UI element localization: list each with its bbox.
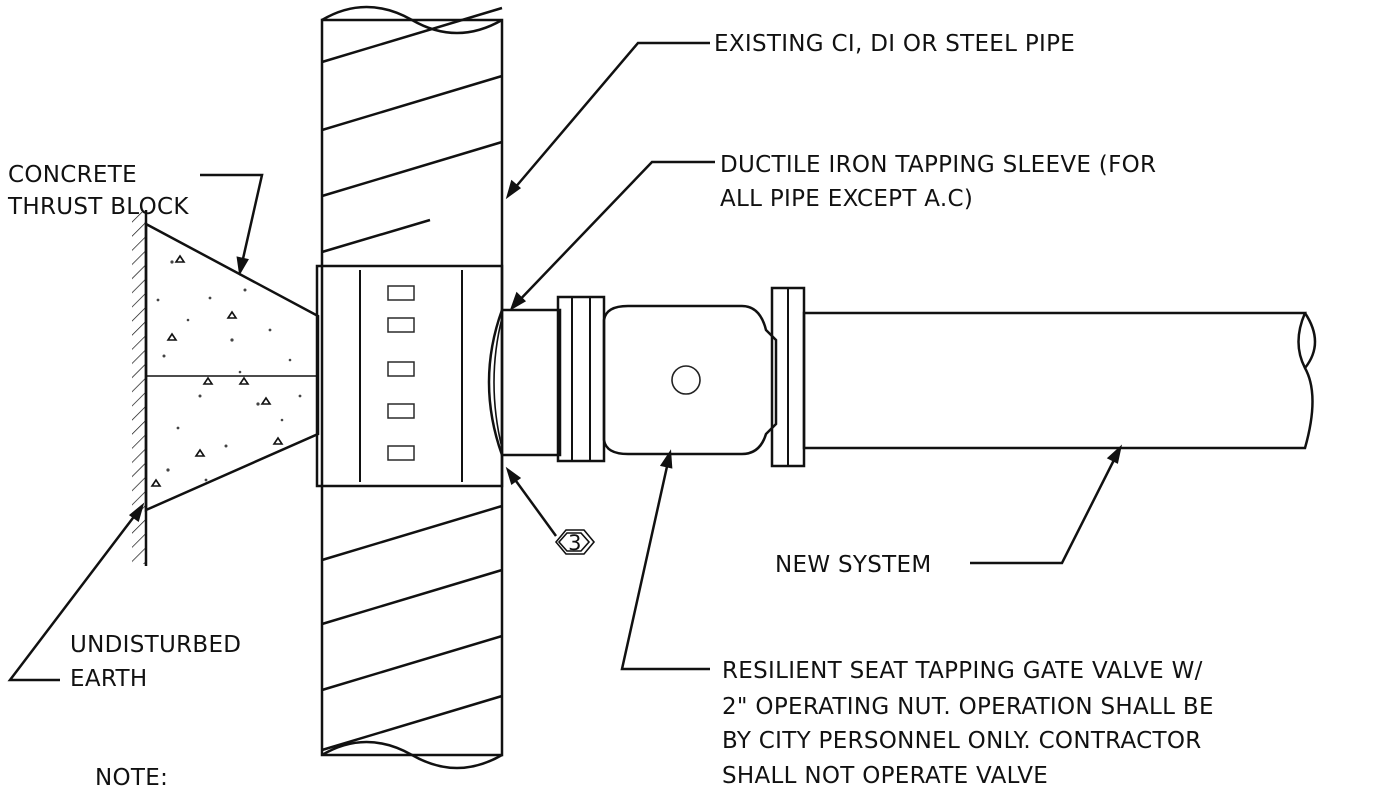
tapping-sleeve — [315, 264, 504, 488]
label-existing-pipe: EXISTING CI, DI OR STEEL PIPE — [714, 31, 1075, 57]
label-valve-1: RESILIENT SEAT TAPPING GATE VALVE W/ — [722, 658, 1203, 684]
label-earth-2: EARTH — [70, 666, 147, 692]
existing-pipe — [320, 5, 504, 770]
label-note: NOTE: — [95, 765, 168, 790]
tap-outlet — [487, 308, 562, 457]
leader-lines — [7, 41, 1123, 682]
concrete-thrust-block — [144, 221, 320, 512]
label-new-system: NEW SYSTEM — [775, 552, 931, 578]
label-valve-2: 2" OPERATING NUT. OPERATION SHALL BE — [722, 694, 1214, 720]
label-tapping-sleeve-2: ALL PIPE EXCEPT A.C) — [720, 186, 973, 212]
label-valve-4: SHALL NOT OPERATE VALVE — [722, 763, 1048, 789]
outlet-flange — [556, 295, 606, 463]
labels: EXISTING CI, DI OR STEEL PIPE DUCTILE IR… — [7, 31, 1214, 790]
label-earth-1: UNDISTURBED — [70, 632, 241, 658]
label-valve-3: BY CITY PERSONNEL ONLY. CONTRACTOR — [722, 728, 1202, 754]
tapping-gate-valve — [602, 304, 778, 456]
callout-3-number: 3 — [568, 531, 582, 555]
label-thrust-block-1: CONCRETE — [8, 162, 137, 188]
label-tapping-sleeve-1: DUCTILE IRON TAPPING SLEEVE (FOR — [720, 152, 1156, 178]
callout-3: 3 — [554, 529, 596, 555]
label-thrust-block-2: THRUST BLOCK — [7, 194, 189, 220]
new-system-pipe — [802, 311, 1317, 450]
